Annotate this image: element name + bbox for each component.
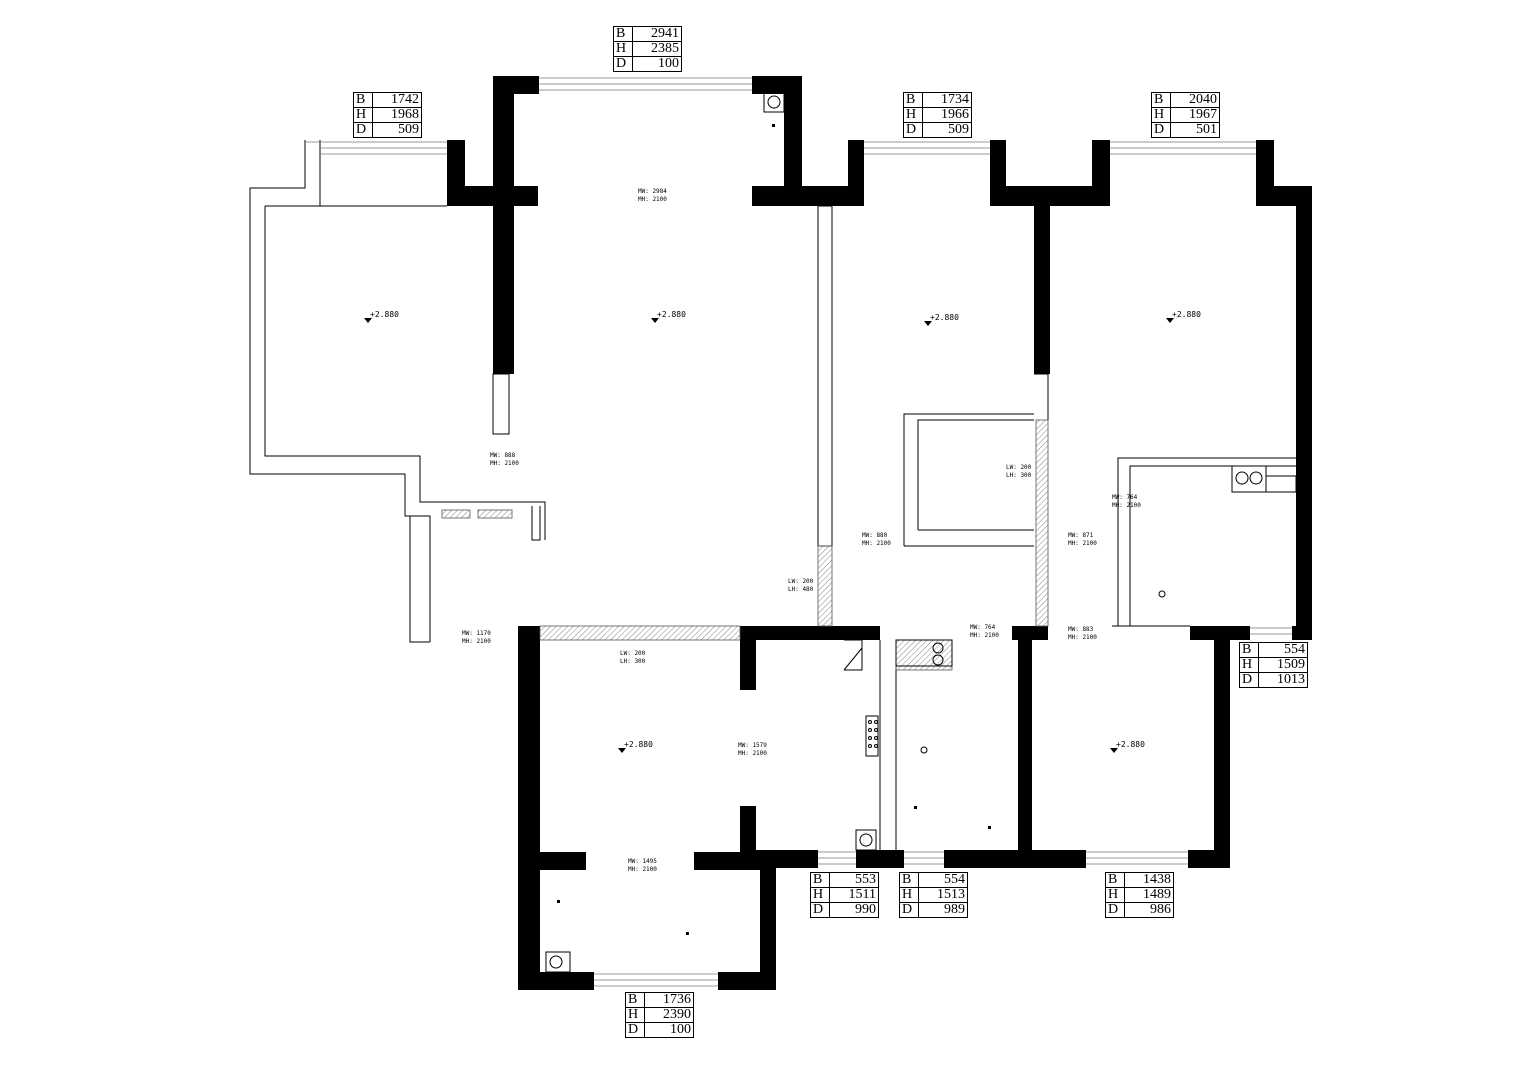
sink-icon bbox=[1249, 471, 1263, 485]
outlet-icon bbox=[557, 900, 560, 903]
opening-note: LW: 200 LH: 300 bbox=[620, 650, 646, 665]
windows bbox=[305, 77, 1292, 987]
window-bottom-3 bbox=[1086, 851, 1188, 865]
sink-icon bbox=[932, 642, 944, 654]
window-top-middle bbox=[864, 141, 990, 155]
opening-note: MW: 764 MH: 2100 bbox=[970, 624, 999, 639]
structural-walls bbox=[447, 76, 1312, 990]
level-triangle-icon bbox=[1110, 748, 1118, 753]
fixtures bbox=[549, 95, 1263, 969]
window-top-right bbox=[1110, 141, 1256, 155]
pipe-icon bbox=[549, 955, 563, 969]
opening-note: MW: 1579 MH: 2100 bbox=[738, 742, 767, 757]
ceiling-level-marker: +2.880 bbox=[924, 313, 959, 326]
level-triangle-icon bbox=[924, 321, 932, 326]
ceiling-level-marker: +2.880 bbox=[1166, 310, 1201, 323]
opening-note: MW: 871 MH: 2100 bbox=[1068, 532, 1097, 547]
outlet-icon bbox=[914, 806, 917, 809]
opening-note: MW: 888 MH: 2100 bbox=[490, 452, 519, 467]
outlet-icon bbox=[988, 826, 991, 829]
outlet-icon bbox=[772, 124, 775, 127]
window-bottom-left bbox=[594, 973, 718, 987]
opening-note: MW: 883 MH: 2100 bbox=[1068, 626, 1097, 641]
ceiling-level-marker: +2.880 bbox=[651, 310, 686, 323]
drain-icon bbox=[920, 746, 928, 754]
opening-note: MW: 764 MH: 2100 bbox=[1112, 494, 1141, 509]
level-triangle-icon bbox=[364, 318, 372, 323]
window-right-small bbox=[1250, 627, 1292, 635]
drain-icon bbox=[1158, 590, 1166, 598]
opening-note: MW: 2984 MH: 2100 bbox=[638, 188, 667, 203]
window-top-center bbox=[539, 77, 752, 91]
pipe-icon bbox=[859, 833, 873, 847]
ceiling-level-marker: +2.880 bbox=[1110, 740, 1145, 753]
ceiling-level-marker: +2.880 bbox=[618, 740, 653, 753]
window-bottom-2 bbox=[904, 851, 944, 865]
pipe-icon bbox=[767, 95, 781, 109]
ceiling-level-marker: +2.880 bbox=[364, 310, 399, 323]
opening-note: LW: 200 LH: 480 bbox=[788, 578, 814, 593]
outlet-icon bbox=[686, 932, 689, 935]
window-bottom-1 bbox=[818, 851, 856, 865]
opening-note: MW: 880 MH: 2100 bbox=[862, 532, 891, 547]
opening-note: MW: 1495 MH: 2100 bbox=[628, 858, 657, 873]
window-top-left bbox=[305, 141, 447, 155]
stove-icon bbox=[868, 720, 878, 748]
level-triangle-icon bbox=[618, 748, 626, 753]
sink-icon bbox=[1235, 471, 1249, 485]
opening-note: MW: 1170 MH: 2100 bbox=[462, 630, 491, 645]
level-triangle-icon bbox=[1166, 318, 1174, 323]
partition-lines bbox=[249, 91, 1297, 973]
sink-icon bbox=[932, 654, 944, 666]
level-triangle-icon bbox=[651, 318, 659, 323]
opening-note: LW: 200 LH: 300 bbox=[1006, 464, 1032, 479]
